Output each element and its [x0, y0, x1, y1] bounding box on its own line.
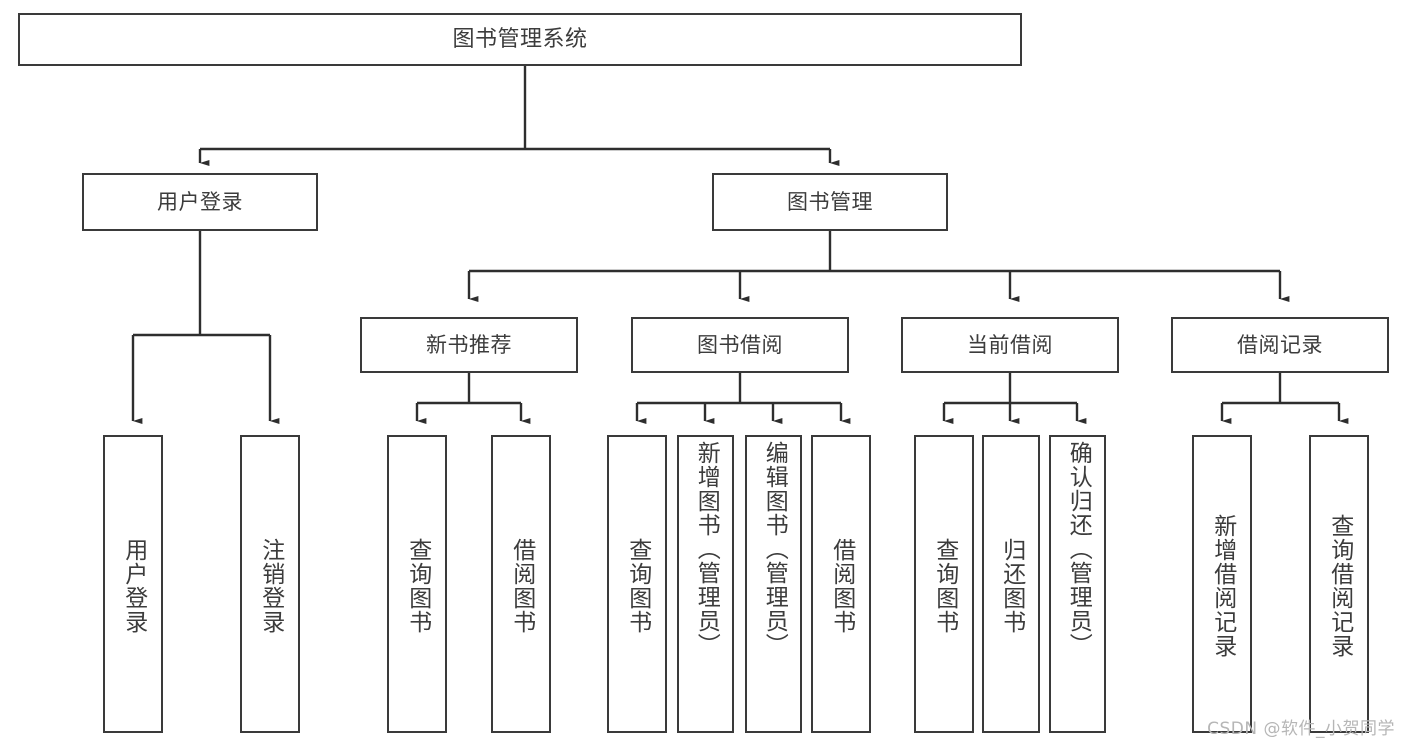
node-label: 用户登录 — [120, 538, 147, 634]
leaf-new-book-query[interactable]: 查询图书 — [387, 435, 447, 733]
node-new-book-recommend[interactable]: 新书推荐 — [360, 317, 578, 373]
leaf-borrow-edit-book-admin[interactable]: 编辑图书（管理员） — [745, 435, 802, 733]
node-label: 借阅图书 — [828, 538, 855, 634]
node-label: 查询借阅记录 — [1326, 514, 1353, 658]
node-book-borrow[interactable]: 图书借阅 — [631, 317, 849, 373]
node-user-login[interactable]: 用户登录 — [82, 173, 318, 231]
leaf-records-query-record[interactable]: 查询借阅记录 — [1309, 435, 1369, 733]
node-label: 当前借阅 — [967, 332, 1053, 357]
node-label: 编辑图书（管理员） — [761, 441, 788, 657]
leaf-new-book-borrow[interactable]: 借阅图书 — [491, 435, 551, 733]
node-label: 借阅记录 — [1237, 332, 1323, 357]
leaf-records-add-record[interactable]: 新增借阅记录 — [1192, 435, 1252, 733]
leaf-borrow-add-book-admin[interactable]: 新增图书（管理员） — [677, 435, 734, 733]
leaf-borrow-query-book[interactable]: 查询图书 — [607, 435, 667, 733]
leaf-borrow-borrow-book[interactable]: 借阅图书 — [811, 435, 871, 733]
node-label: 借阅图书 — [508, 538, 535, 634]
node-label: 注销登录 — [257, 538, 284, 634]
leaf-user-login-signout[interactable]: 注销登录 — [240, 435, 300, 733]
node-label: 新书推荐 — [426, 332, 512, 357]
node-label: 查询图书 — [624, 538, 651, 634]
leaf-user-login-signin[interactable]: 用户登录 — [103, 435, 163, 733]
node-label: 图书管理 — [787, 189, 873, 214]
node-label: 确认归还（管理员） — [1065, 441, 1092, 657]
node-root-system[interactable]: 图书管理系统 — [18, 13, 1022, 66]
node-label: 归还图书 — [998, 538, 1025, 634]
node-label: 图书借阅 — [697, 332, 783, 357]
node-label: 新增图书（管理员） — [693, 441, 720, 657]
node-label: 新增借阅记录 — [1209, 514, 1236, 658]
node-current-borrow[interactable]: 当前借阅 — [901, 317, 1119, 373]
node-book-management[interactable]: 图书管理 — [712, 173, 948, 231]
node-borrow-records[interactable]: 借阅记录 — [1171, 317, 1389, 373]
node-label: 图书管理系统 — [452, 26, 588, 52]
node-label: 用户登录 — [157, 189, 243, 214]
watermark-text: CSDN @软件_小贺同学 — [1207, 719, 1395, 739]
node-label: 查询图书 — [404, 538, 431, 634]
leaf-current-return-book[interactable]: 归还图书 — [982, 435, 1040, 733]
node-label: 查询图书 — [931, 538, 958, 634]
leaf-current-confirm-return-admin[interactable]: 确认归还（管理员） — [1049, 435, 1106, 733]
leaf-current-query-book[interactable]: 查询图书 — [914, 435, 974, 733]
